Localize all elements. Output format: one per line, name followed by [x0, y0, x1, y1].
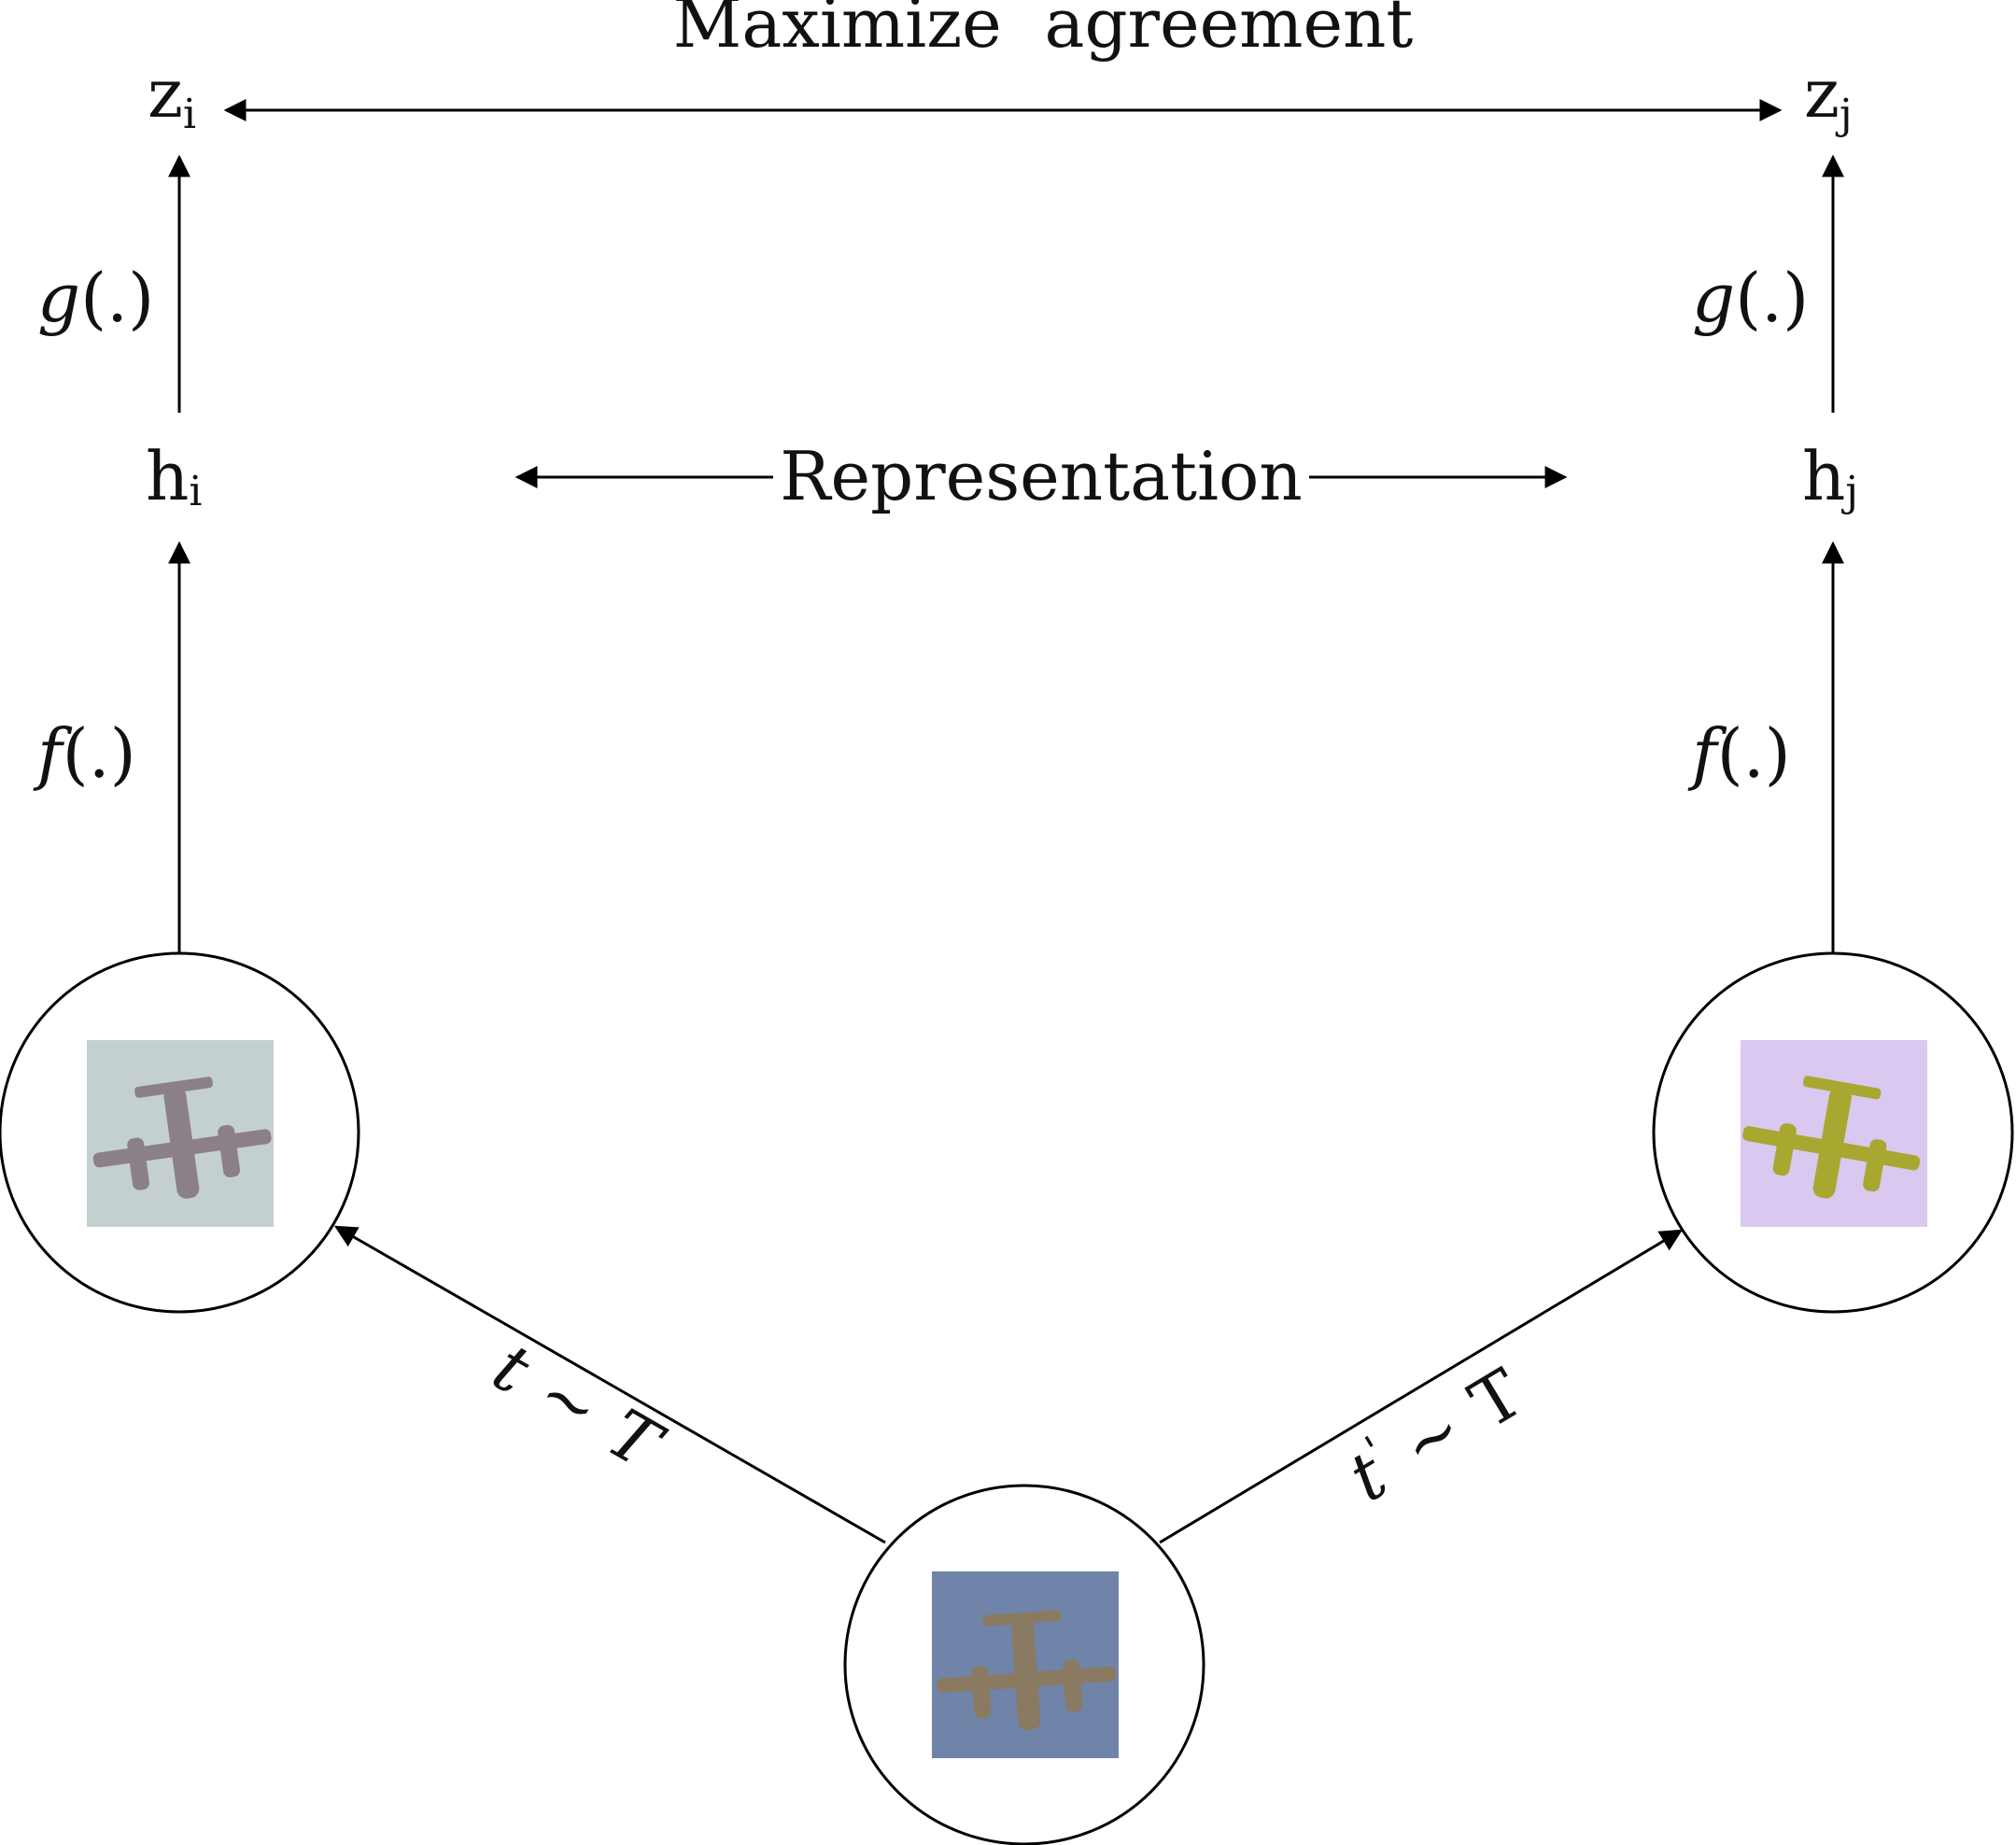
z-i-label: zi	[148, 54, 196, 138]
f-function-label-right: f(.)	[1687, 714, 1791, 793]
z-j-label: zj	[1804, 54, 1853, 138]
title-maximize-agreement: Maximize agreement	[673, 0, 1414, 63]
source-image-node	[843, 1484, 1205, 1845]
g-function-label-left: g(.)	[37, 259, 154, 337]
f-function-label-left: f(.)	[33, 714, 136, 793]
aug-label-left: t~T	[481, 1328, 677, 1486]
augmentation-arrow-left	[333, 1225, 886, 1544]
augmentation-arrow-right	[1159, 1229, 1684, 1544]
representation-label: Representation	[780, 437, 1302, 515]
h-i-label: hi	[146, 437, 202, 515]
h-j-label: hj	[1802, 437, 1858, 515]
augmented-view-right	[1652, 951, 2014, 1314]
augmented-view-left	[0, 951, 360, 1314]
g-function-label-right: g(.)	[1692, 259, 1809, 337]
